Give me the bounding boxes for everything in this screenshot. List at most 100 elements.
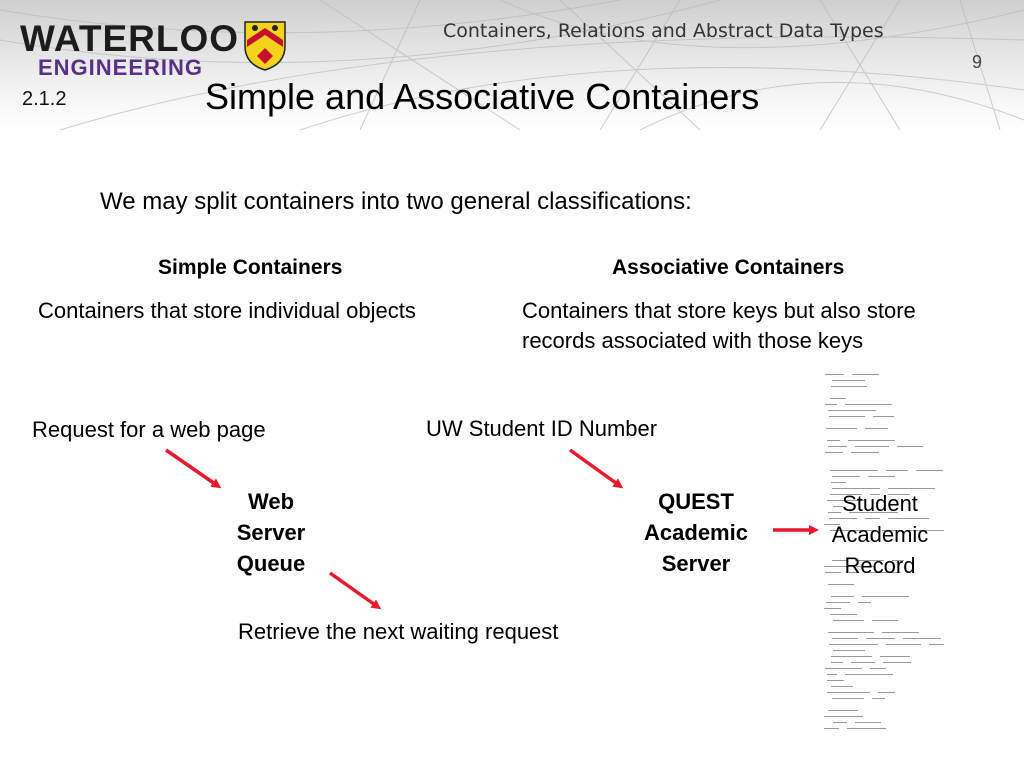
record-text-line [849,512,898,513]
record-text-line [825,572,841,573]
intro-text: We may split containers into two general… [100,188,692,215]
associative-containers-description: Containers that store keys but also stor… [522,298,916,353]
student-academic-record: Student Academic Record [818,488,942,581]
record-text-line [831,686,853,687]
record-text-line [847,728,886,729]
record-text-line [855,722,881,723]
record-text-line [827,692,870,693]
record-text-line [828,710,858,711]
queue-to-retrieve-arrow [328,571,382,610]
record-text-line [866,638,895,639]
logo-engineering: ENGINEERING [38,55,204,80]
record-text-line [827,440,840,441]
request-to-queue-arrow [165,448,222,489]
record-text-line [851,662,875,663]
record-line: Academic [831,522,929,547]
record-text-line [852,374,879,375]
record-text-line [858,602,871,603]
associative-containers-heading: Associative Containers [612,256,845,279]
record-text-line [833,506,843,507]
record-text-line [929,644,944,645]
simple-containers-description: Containers that store individual objects [38,298,416,323]
web-request-label: Request for a web page [32,417,266,442]
record-text-line [882,632,919,633]
record-text-line [882,530,901,531]
record-text-line [856,566,875,567]
record-text-line [888,518,929,519]
record-text-line [832,638,858,639]
record-text-line [828,410,876,411]
record-text-line [848,440,895,441]
record-text-line [909,530,944,531]
architecture-pattern [0,0,1024,130]
record-text-line [832,560,847,561]
record-text-line [825,404,837,405]
page-number: 9 [972,52,983,72]
web-server-queue-line: Server [236,520,306,545]
record-text-line [830,470,878,471]
record-text-line [828,512,841,513]
record-text-line [878,692,895,693]
record-text-line [828,446,847,447]
record-text-line [824,524,840,525]
record-text-line [862,596,909,597]
student-id-label: UW Student ID Number [426,416,658,441]
record-text-line [873,416,894,417]
record-text-line [832,380,865,381]
slide-title: Simple and Associative Containers [205,76,760,117]
record-text-line [830,398,846,399]
record-text-line [865,518,880,519]
web-server-queue-line: Queue [236,551,306,576]
record-text-line [880,656,910,657]
record-text-line [872,698,885,699]
record-text-line [827,500,864,501]
record-text-line [870,668,886,669]
record-text-line [851,452,879,453]
simple-containers-heading: Simple Containers [158,256,343,279]
web-server-queue: Web Server Queue [216,486,326,579]
record-text-line [831,386,867,387]
quest-server-line: Server [661,551,731,576]
record-text-line [849,572,859,573]
record-text-line [903,638,941,639]
record-text-line [832,488,880,489]
record-text-line [897,446,923,447]
academic-record-document [808,368,950,740]
crest-icon [244,21,286,71]
section-number: 2.1.2 [22,88,67,110]
record-text-line [916,470,943,471]
course-title: Containers, Relations and Abstract Data … [443,20,884,42]
record-text-line [830,530,874,531]
record-text-line [831,662,843,663]
quest-server-line: QUEST [658,489,734,514]
record-text-line [868,476,895,477]
logo-waterloo: WATERLOO [20,18,240,59]
record-text-line [855,446,889,447]
record-text-line [829,416,865,417]
record-text-line [830,494,862,495]
record-text-line [827,680,844,681]
id-to-server-arrow [568,448,624,489]
record-text-line [828,632,874,633]
record-text-line [826,428,857,429]
record-text-line [833,722,847,723]
record-text-line [892,560,904,561]
record-text-line [831,482,846,483]
record-text-line [855,560,884,561]
retrieve-request-label: Retrieve the next waiting request [238,619,559,644]
quest-server-line: Academic [644,520,748,545]
record-text-line [870,494,880,495]
record-text-line [824,728,839,729]
record-line: Record [844,553,916,578]
record-text-line [824,716,863,717]
record-text-line [825,452,843,453]
record-text-line [832,476,860,477]
record-text-line [825,374,844,375]
record-text-line [830,614,857,615]
header-banner [0,0,1024,130]
record-text-line [831,596,854,597]
record-text-line [845,404,892,405]
record-text-line [888,488,935,489]
